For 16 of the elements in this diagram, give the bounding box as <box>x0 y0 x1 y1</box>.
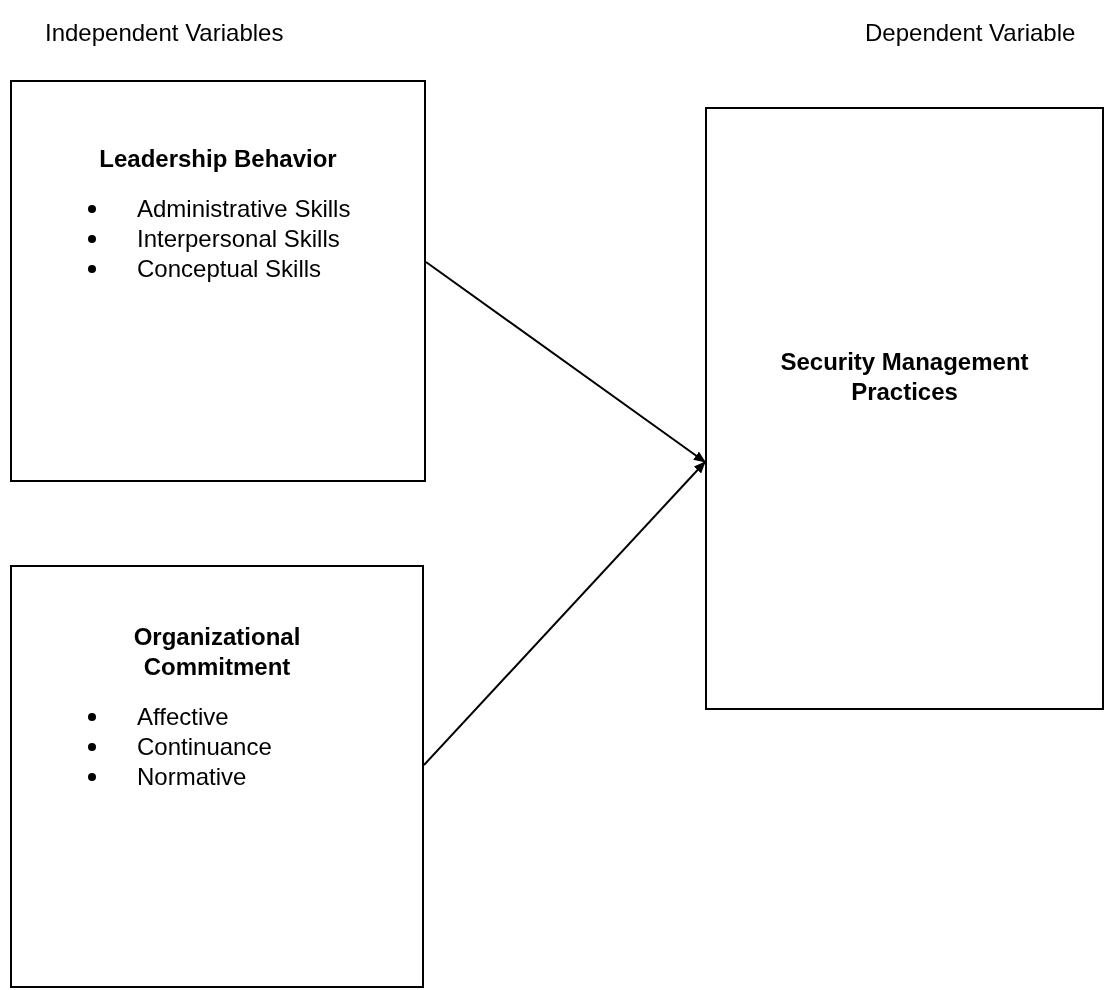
arrow <box>425 261 706 463</box>
bullet-item: Continuance <box>137 732 272 762</box>
column-heading: Dependent Variable <box>865 18 1076 48</box>
bullet-item: Conceptual Skills <box>137 254 322 284</box>
arrow <box>423 461 706 766</box>
bullet-item: Interpersonal Skills <box>137 224 340 254</box>
bullet-item: Normative <box>137 762 247 792</box>
variable-box <box>10 565 424 988</box>
bullet-item: Administrative Skills <box>137 194 351 224</box>
bullet-item: Affective <box>137 702 229 732</box>
column-heading: Independent Variables <box>45 18 284 48</box>
box-heading: Security Management Practices <box>779 347 1030 407</box>
box-heading: Leadership Behavior <box>99 144 337 174</box>
variable-box <box>705 107 1104 710</box>
box-heading: Organizational Commitment <box>132 622 302 682</box>
variable-box <box>10 80 426 482</box>
